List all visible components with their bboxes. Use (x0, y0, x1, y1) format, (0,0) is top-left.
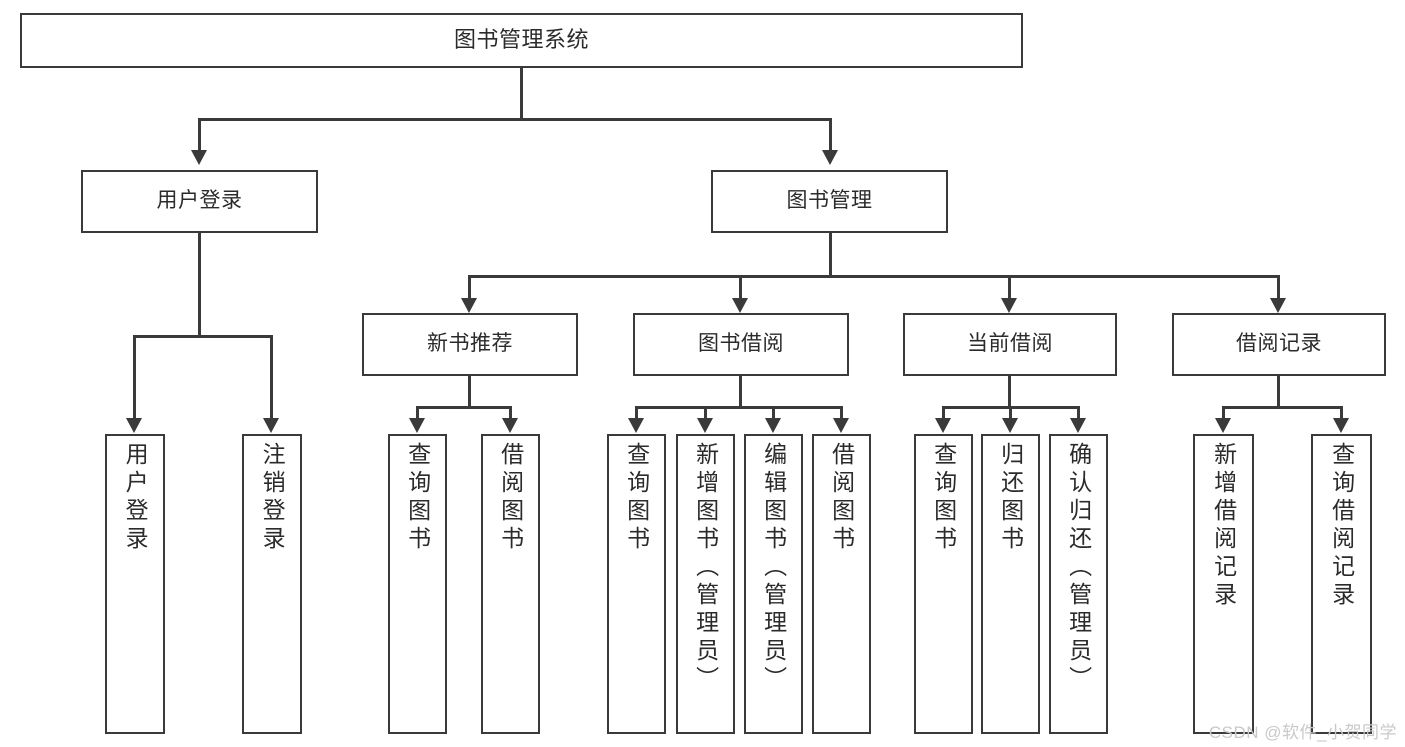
leaf-logout-login[interactable]: 注销登录 (242, 434, 302, 734)
arrowhead-borrow-record-to-leaf-2 (1333, 418, 1349, 433)
node-label: 新增借阅记录 (1210, 442, 1237, 610)
arrowhead-book-borrow-to-leaf-4 (833, 418, 849, 433)
leaf-current-borrow-return-book[interactable]: 归还图书 (981, 434, 1040, 734)
connector-borrow-record-stem (1277, 376, 1280, 406)
arrowhead-book-borrow-to-leaf-3 (765, 418, 781, 433)
connector-book-management-stem (829, 233, 832, 275)
connector-root-to-user-login (198, 118, 201, 152)
node-label: 用户登录 (122, 442, 149, 554)
node-label: 查询借阅记录 (1328, 442, 1355, 610)
connector-book-borrow-bus (635, 406, 843, 409)
arrowhead-user-login-to-leaf-2 (263, 418, 279, 433)
connector-book-borrow-to-leaf-2 (704, 406, 707, 420)
connector-new-book-to-leaf-1 (416, 406, 419, 420)
connector-root-to-book-management (829, 118, 832, 152)
node-label: 查询图书 (404, 442, 431, 554)
connector-current-borrow-to-leaf-3 (1077, 406, 1080, 420)
connector-user-login-to-leaf-1 (133, 335, 136, 420)
node-label: 编辑图书（管理员） (760, 442, 787, 694)
connector-book-management-bus (468, 275, 1279, 278)
connector-current-borrow-to-leaf-1 (942, 406, 945, 420)
leaf-new-book-borrow-book[interactable]: 借阅图书 (481, 434, 540, 734)
arrowhead-current-borrow-to-leaf-3 (1070, 418, 1086, 433)
connector-user-login-stem (198, 233, 201, 335)
node-label: 当前借阅 (967, 332, 1053, 356)
node-label: 归还图书 (997, 442, 1024, 554)
arrowhead-new-book-to-leaf-1 (409, 418, 425, 433)
node-label: 借阅记录 (1236, 332, 1322, 356)
arrowhead-new-book-to-leaf-2 (502, 418, 518, 433)
connector-new-book-to-leaf-2 (509, 406, 512, 420)
connector-root-bus (198, 118, 832, 121)
leaf-book-borrow-edit-book-admin[interactable]: 编辑图书（管理员） (744, 434, 803, 734)
node-label: 注销登录 (259, 442, 286, 554)
node-label: 查询图书 (930, 442, 957, 554)
arrowhead-book-borrow-to-leaf-2 (697, 418, 713, 433)
node-label: 图书管理 (786, 189, 873, 213)
leaf-borrow-record-add-record[interactable]: 新增借阅记录 (1193, 434, 1254, 734)
leaf-borrow-record-query-record[interactable]: 查询借阅记录 (1311, 434, 1372, 734)
node-label: 查询图书 (623, 442, 650, 554)
connector-borrow-record-to-leaf-2 (1340, 406, 1343, 420)
arrowhead-current-borrow-to-leaf-1 (935, 418, 951, 433)
leaf-current-borrow-query-book[interactable]: 查询图书 (914, 434, 973, 734)
connector-current-borrow-to-leaf-2 (1009, 406, 1012, 420)
node-label: 借阅图书 (828, 442, 855, 554)
node-user-login[interactable]: 用户登录 (81, 170, 318, 233)
leaf-current-borrow-confirm-return-admin[interactable]: 确认归还（管理员） (1049, 434, 1108, 734)
arrowhead-borrow-record-to-leaf-1 (1215, 418, 1231, 433)
connector-new-book-bus (416, 406, 511, 409)
leaf-book-borrow-borrow-book[interactable]: 借阅图书 (812, 434, 871, 734)
node-label: 新增图书（管理员） (692, 442, 719, 694)
node-book-management[interactable]: 图书管理 (711, 170, 948, 233)
arrowhead-root-to-user-login (191, 150, 207, 165)
node-label: 图书管理系统 (453, 27, 589, 53)
leaf-book-borrow-query-book[interactable]: 查询图书 (607, 434, 666, 734)
connector-new-book-stem (468, 376, 471, 406)
node-label: 借阅图书 (497, 442, 524, 554)
connector-bm-to-new-book (468, 275, 471, 300)
node-root-book-management-system[interactable]: 图书管理系统 (20, 13, 1023, 68)
arrowhead-bm-to-current-borrow (1001, 298, 1017, 313)
connector-root-stem (520, 68, 523, 118)
watermark-text: CSDN @软件_小贺同学 (1208, 723, 1397, 742)
arrowhead-current-borrow-to-leaf-2 (1002, 418, 1018, 433)
arrowhead-user-login-to-leaf-1 (126, 418, 142, 433)
node-label: 图书借阅 (698, 332, 784, 356)
node-label: 新书推荐 (427, 332, 513, 356)
node-label: 确认归还（管理员） (1065, 442, 1092, 694)
node-book-borrow[interactable]: 图书借阅 (633, 313, 849, 376)
node-current-borrow[interactable]: 当前借阅 (903, 313, 1117, 376)
arrowhead-bm-to-book-borrow (732, 298, 748, 313)
connector-book-borrow-stem (739, 376, 742, 406)
node-new-book-recommend[interactable]: 新书推荐 (362, 313, 578, 376)
arrowhead-book-borrow-to-leaf-1 (628, 418, 644, 433)
connector-book-borrow-to-leaf-3 (772, 406, 775, 420)
node-label: 用户登录 (156, 189, 243, 213)
leaf-book-borrow-add-book-admin[interactable]: 新增图书（管理员） (676, 434, 735, 734)
connector-borrow-record-bus (1222, 406, 1342, 409)
leaf-new-book-query-book[interactable]: 查询图书 (388, 434, 447, 734)
node-borrow-record[interactable]: 借阅记录 (1172, 313, 1386, 376)
connector-user-login-bus (133, 335, 272, 338)
connector-current-borrow-stem (1008, 376, 1011, 406)
connector-bm-to-borrow-record (1277, 275, 1280, 300)
arrowhead-bm-to-new-book (461, 298, 477, 313)
connector-user-login-to-leaf-2 (270, 335, 273, 420)
connector-borrow-record-to-leaf-1 (1222, 406, 1225, 420)
connector-book-borrow-to-leaf-4 (840, 406, 843, 420)
connector-bm-to-book-borrow (739, 275, 742, 300)
arrowhead-root-to-book-management (822, 150, 838, 165)
connector-bm-to-current-borrow (1008, 275, 1011, 300)
leaf-user-login[interactable]: 用户登录 (105, 434, 165, 734)
connector-book-borrow-to-leaf-1 (635, 406, 638, 420)
arrowhead-bm-to-borrow-record (1270, 298, 1286, 313)
